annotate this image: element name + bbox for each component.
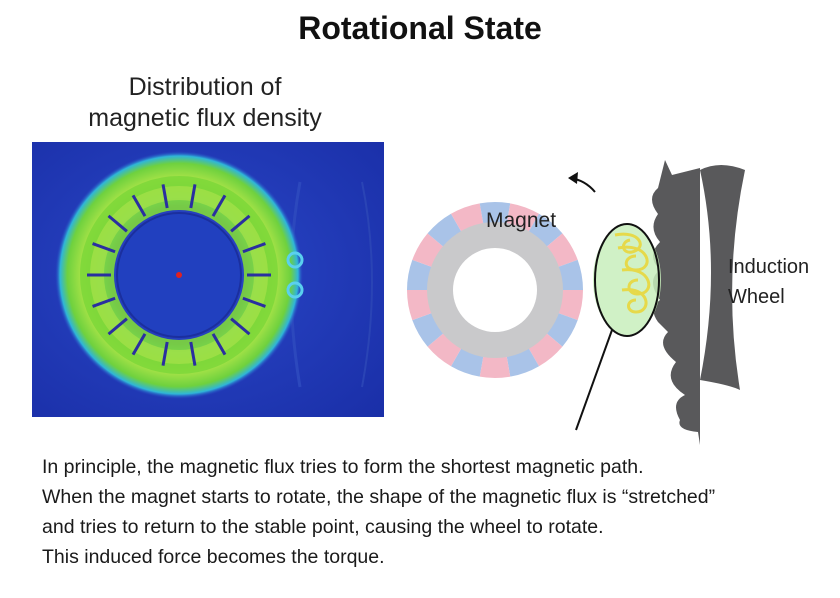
- pole-marker: [131, 194, 147, 217]
- pole-marker: [161, 341, 169, 366]
- description-line-1: In principle, the magnetic flux tries to…: [42, 456, 644, 478]
- pole-marker: [189, 341, 197, 366]
- pole-marker: [92, 242, 116, 254]
- description-line-3: and tries to return to the stable point,…: [42, 516, 604, 538]
- magnet-segment: [557, 259, 583, 290]
- pole-marker: [92, 296, 116, 308]
- magnet-segment: [407, 259, 433, 290]
- magnet-segment: [557, 290, 583, 321]
- pointer-line: [575, 329, 613, 431]
- magnet-segment: [407, 290, 433, 321]
- simulation-heading-line1: Distribution of: [128, 73, 282, 101]
- pole-marker: [189, 184, 197, 209]
- rotation-diagram: Magnet Induction Wheel: [400, 130, 840, 445]
- rotation-arrow-head: [568, 172, 578, 184]
- wheel-tooth-1: [286, 251, 304, 269]
- description: In principle, the magnetic flux tries to…: [42, 452, 837, 572]
- magnet-segment: [427, 332, 462, 367]
- magnet-segment: [479, 354, 511, 378]
- description-line-4: This induced force becomes the torque.: [42, 546, 385, 568]
- magnet-segment: [528, 332, 563, 367]
- description-line-2: When the magnet starts to rotate, the sh…: [42, 486, 716, 508]
- wheel-tooth-2: [286, 281, 304, 299]
- flux-lines: [614, 232, 651, 314]
- pole-marker: [161, 184, 169, 209]
- wheel-label-line2: Wheel: [728, 286, 785, 308]
- magnet-segment: [427, 213, 462, 248]
- pole-marker: [242, 242, 266, 254]
- flux-zone-outline: [594, 223, 660, 337]
- pole-marker: [211, 333, 227, 356]
- pole-marker: [107, 214, 128, 233]
- flux-density-image: [32, 142, 384, 417]
- magnet-hole: [453, 248, 537, 332]
- rotation-schematic: Magnet Induction Wheel: [407, 130, 840, 445]
- pole-marker: [230, 317, 251, 336]
- simulation-heading: Distribution of magnetic flux density: [40, 72, 370, 134]
- pole-marker: [242, 296, 266, 308]
- rotor-center-point: [176, 272, 182, 278]
- page-title: Rotational State: [298, 10, 542, 46]
- wheel-label-line1: Induction: [728, 256, 809, 278]
- pole-markers: [87, 184, 271, 366]
- pole-marker: [107, 317, 128, 336]
- flux-density-simulation: [32, 142, 384, 417]
- pole-marker: [230, 214, 251, 233]
- magnet-segment: [479, 202, 511, 226]
- magnet-segment: [528, 213, 563, 248]
- pole-marker: [211, 194, 227, 217]
- magnet-label: Magnet: [486, 209, 556, 232]
- simulation-heading-line2: magnetic flux density: [88, 104, 322, 132]
- pole-marker: [131, 333, 147, 356]
